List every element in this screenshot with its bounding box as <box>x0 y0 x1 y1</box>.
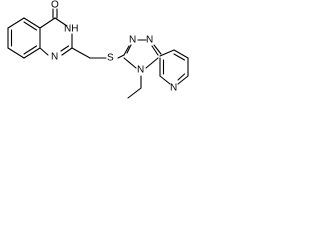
bond <box>7 17 25 29</box>
bond <box>123 57 137 69</box>
benzene-ring <box>7 17 41 59</box>
bond <box>159 75 171 85</box>
bond <box>60 45 70 52</box>
triazole-n4-label: N <box>137 65 144 76</box>
bond <box>117 54 125 59</box>
bond <box>61 47 73 56</box>
bond <box>126 44 132 54</box>
bond <box>173 49 189 59</box>
bond <box>177 73 186 81</box>
bond <box>153 44 162 55</box>
atom-labels: O NH N S N N N N <box>51 0 177 94</box>
bond <box>173 53 186 61</box>
bond <box>39 47 49 56</box>
chemical-structure-diagram: O NH N S N N N N <box>7 0 189 99</box>
bond <box>159 49 175 57</box>
bond <box>151 45 159 56</box>
pyridine-ring <box>159 49 189 85</box>
bond <box>177 75 189 85</box>
bond <box>39 17 56 29</box>
bond <box>23 17 41 29</box>
triazole-ring <box>123 39 162 69</box>
ethyl-group <box>127 75 142 99</box>
bond <box>127 87 142 99</box>
bond <box>23 21 38 31</box>
triazole-n2-label: N <box>146 35 153 46</box>
bond <box>71 47 91 59</box>
triazole-n1-label: N <box>129 35 136 46</box>
bond <box>145 57 159 69</box>
bond <box>23 47 41 59</box>
bond <box>123 45 130 56</box>
nh-label: NH <box>64 24 78 35</box>
bond <box>7 47 25 59</box>
n3-label: N <box>51 52 58 63</box>
sulfur-label: S <box>107 53 114 64</box>
pyridine-n-label: N <box>170 83 177 94</box>
methylene-sulfur-linker <box>71 47 125 59</box>
oxygen-label: O <box>51 0 59 11</box>
pyrimidinone-ring <box>39 8 73 56</box>
bond <box>54 17 68 27</box>
bond <box>23 45 38 55</box>
